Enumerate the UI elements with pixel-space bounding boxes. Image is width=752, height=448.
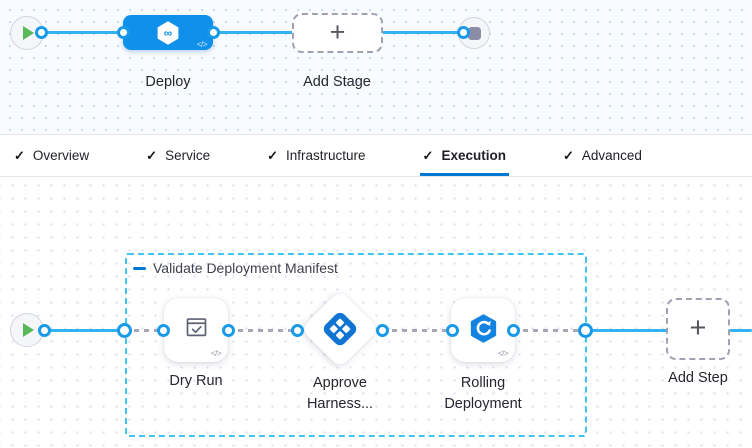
port-end-in[interactable] — [456, 26, 470, 39]
stage-node-deploy[interactable]: ∞ </> — [123, 15, 213, 50]
edge-rolling-to-groupout — [513, 328, 585, 332]
edge-approve-to-rolling — [382, 328, 452, 332]
edge-start-to-group — [44, 328, 125, 332]
check-icon: ✓ — [562, 147, 574, 163]
edge-start-to-deploy — [41, 31, 123, 34]
code-view-icon: </> — [210, 349, 222, 358]
add-step-label: Add Step — [668, 370, 728, 386]
port-dryrun-out[interactable] — [221, 323, 235, 337]
pipeline-start-node — [10, 16, 44, 50]
port-dryrun-in[interactable] — [156, 323, 170, 337]
rolling-deployment-icon — [470, 313, 496, 343]
code-view-icon: </> — [497, 349, 509, 358]
port-rolling-out[interactable] — [506, 323, 520, 337]
port-approve-in[interactable] — [290, 323, 304, 337]
dry-run-icon — [186, 317, 206, 336]
port-group-in[interactable] — [116, 322, 132, 338]
add-stage-button[interactable]: + — [292, 13, 383, 53]
execution-canvas: Validate Deployment Manifest </> — [0, 177, 752, 448]
plus-icon: + — [689, 311, 707, 344]
add-stage-label: Add Stage — [303, 74, 371, 90]
check-icon: ✓ — [267, 147, 278, 163]
tab-service[interactable]: ✓ Service — [146, 135, 210, 176]
check-icon: ✓ — [146, 147, 158, 163]
port-rolling-in[interactable] — [445, 323, 459, 337]
tab-execution[interactable]: ✓ Execution — [419, 135, 509, 176]
step-group-boundary[interactable] — [125, 253, 587, 437]
port-start-out[interactable] — [34, 26, 48, 39]
edge-group-to-dryrun — [124, 328, 163, 332]
stop-icon — [467, 26, 481, 40]
play-icon — [23, 26, 34, 40]
port-approve-out[interactable] — [375, 323, 389, 337]
svg-text:∞: ∞ — [164, 26, 173, 40]
edge-dryrun-to-approve — [228, 328, 297, 332]
tab-label: Overview — [32, 148, 90, 163]
check-icon: ✓ — [422, 147, 434, 163]
tab-infrastructure[interactable]: ✓ Infrastructure — [267, 135, 365, 176]
add-step-button[interactable]: + — [666, 298, 730, 360]
code-view-icon: </> — [196, 40, 208, 49]
play-icon — [23, 323, 34, 337]
plus-icon: + — [329, 16, 346, 47]
check-icon: ✓ — [14, 147, 25, 163]
stage-label: Deploy — [145, 74, 191, 90]
tab-label: Infrastructure — [286, 148, 366, 163]
step-label-rolling: Rolling Deployment — [444, 375, 522, 412]
port-deploy-out[interactable] — [206, 26, 220, 39]
step-node-rolling-deployment[interactable]: </> — [451, 298, 515, 362]
port-deploy-in[interactable] — [116, 26, 130, 39]
approval-icon[interactable] — [321, 310, 359, 348]
tab-label: Service — [165, 148, 211, 163]
collapse-icon — [133, 266, 146, 270]
step-group-label: Validate Deployment Manifest — [153, 260, 338, 276]
step-group-header[interactable]: Validate Deployment Manifest — [133, 260, 338, 276]
tab-label: Advanced — [581, 148, 642, 163]
active-tab-underline — [419, 173, 509, 176]
step-label-approve: Approve Harness... — [306, 375, 374, 412]
pipeline-end-node — [458, 17, 490, 49]
deploy-stage-icon: ∞ — [157, 20, 179, 45]
tab-label: Execution — [441, 148, 506, 163]
tab-advanced[interactable]: ✓ Advanced — [563, 135, 642, 176]
stage-canvas: ∞ </> + Deploy Add Stage — [0, 0, 752, 134]
port-exec-start-out[interactable] — [37, 323, 51, 337]
step-node-dry-run[interactable]: </> — [164, 298, 228, 362]
step-label-dry-run: Dry Run — [169, 373, 223, 389]
stage-config-tabs: ✓ Overview ✓ Service ✓ Infrastructure ✓ … — [0, 134, 752, 177]
port-group-out[interactable] — [577, 322, 593, 338]
tab-overview[interactable]: ✓ Overview — [14, 135, 89, 176]
